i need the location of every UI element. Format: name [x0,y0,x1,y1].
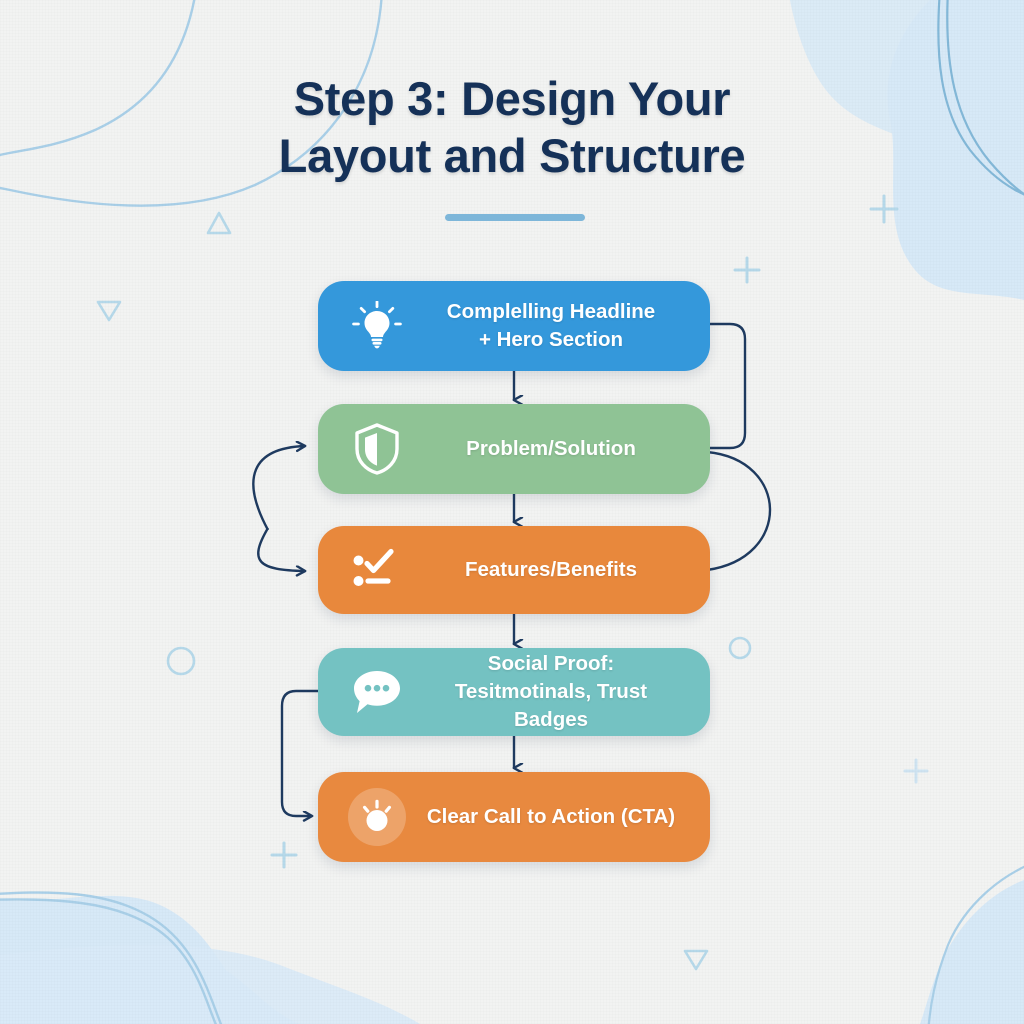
flow-node-headline-hero[interactable]: Complelling Headline + Hero Section [318,281,710,371]
flow-node-features-benefits[interactable]: Features/Benefits [318,526,710,614]
flow-node-label: Social Proof: Tesitmotinals, Trust Badge… [420,650,710,735]
label-line-1: Complelling Headline [446,299,656,323]
page-title: Step 3: Design Your Layout and Structure [0,70,1024,185]
flow-node-label: Complelling Headline + Hero Section [420,298,710,355]
flow-node-label: Clear Call to Action (CTA) [420,803,710,831]
title-line-1: Step 3: Design Your [293,72,731,125]
title-line-2: Layout and Structure [278,129,746,183]
label-line-2: + Hero Section [478,328,624,351]
label-line-1: Social Proof: [487,651,615,675]
accent-underline [445,214,585,221]
cta-icon-disc [348,788,406,846]
label-line-1: Problem/Solution [466,436,636,460]
shield-icon [348,420,406,478]
lightbulb-icon [348,297,406,355]
checklist-icon [348,541,406,599]
flow-node-call-to-action[interactable]: Clear Call to Action (CTA) [318,772,710,862]
label-line-1: Clear Call to Action (CTA) [426,804,676,828]
flow-node-label: Features/Benefits [420,556,710,584]
click-cursor-icon [348,788,406,846]
chat-bubble-icon [348,663,406,721]
flow-node-problem-solution[interactable]: Problem/Solution [318,404,710,494]
flow-node-social-proof[interactable]: Social Proof: Tesitmotinals, Trust Badge… [318,648,710,736]
label-line-1: Features/Benefits [464,557,638,581]
flow-node-label: Problem/Solution [420,435,710,463]
label-line-2: Tesitmotinals, Trust Badges [454,679,648,732]
title-text: Step 3: Design Your Layout and Structure [0,70,1024,185]
